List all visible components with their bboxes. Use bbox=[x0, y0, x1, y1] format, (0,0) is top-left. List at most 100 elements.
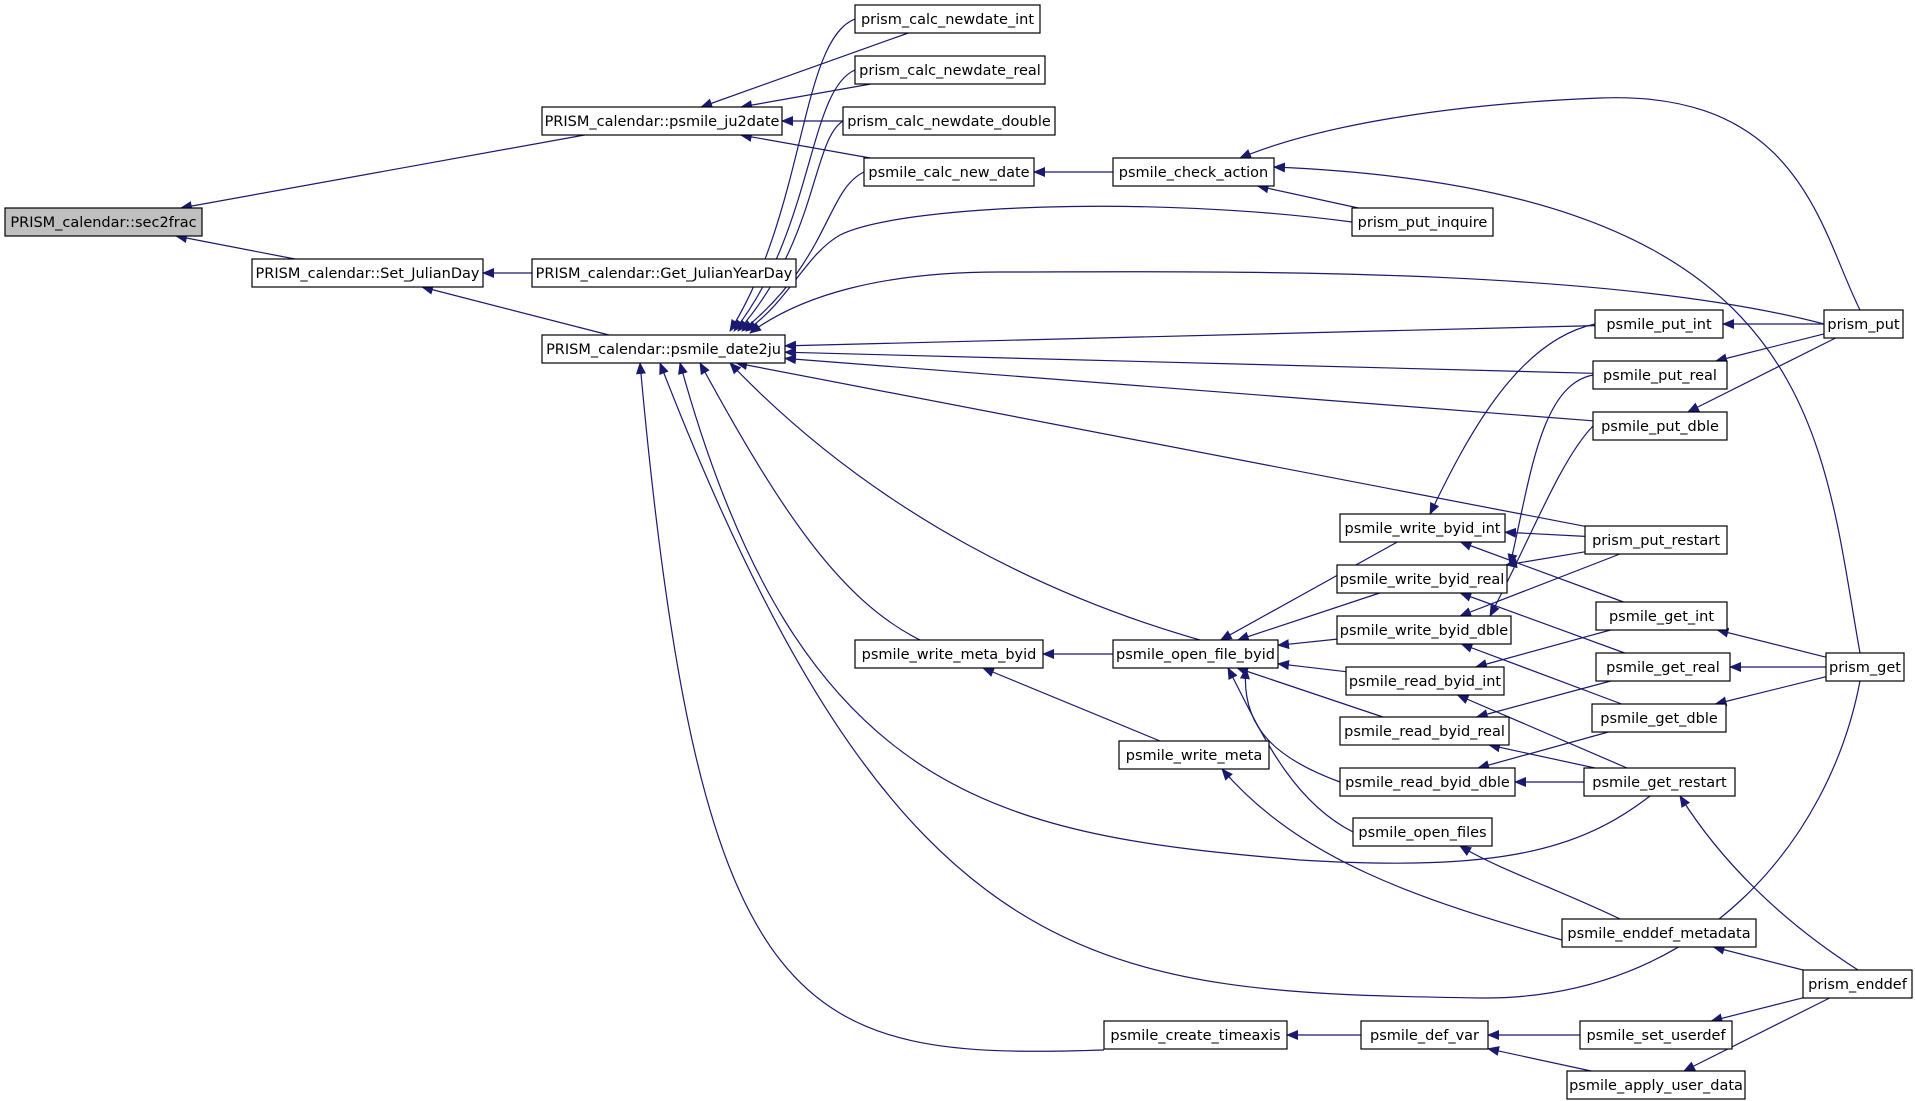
node-get-restart[interactable]: psmile_get_restart bbox=[1583, 767, 1736, 797]
node-setjd[interactable]: PRISM_calendar::Set_JulianDay bbox=[251, 258, 484, 288]
node-box bbox=[251, 258, 484, 288]
node-box bbox=[1336, 615, 1512, 645]
node-write-byid-int[interactable]: psmile_write_byid_int bbox=[1339, 513, 1506, 543]
call-edge-open-files-to-open-file-byid bbox=[1227, 667, 1354, 833]
node-box bbox=[1112, 639, 1279, 669]
node-box bbox=[1339, 716, 1510, 746]
node-get-int[interactable]: psmile_get_int bbox=[1595, 601, 1728, 631]
node-put-inquire[interactable]: prism_put_inquire bbox=[1351, 207, 1494, 237]
node-label: psmile_get_dble bbox=[1600, 711, 1718, 727]
call-edge-write-byid-dble-to-open-file-byid bbox=[1277, 638, 1338, 650]
node-get-real[interactable]: psmile_get_real bbox=[1595, 652, 1731, 682]
call-edge-put-int-to-date2ju bbox=[784, 325, 1596, 351]
call-edge-prism-get-to-check-action bbox=[1273, 162, 1861, 654]
node-box bbox=[854, 4, 1041, 34]
call-edge-get-int-to-write-byid-int bbox=[1459, 541, 1624, 603]
call-edge-ju2date-to-sec2frac bbox=[179, 134, 585, 211]
node-box bbox=[1336, 564, 1508, 594]
call-edge-cnd-real-to-ju2date bbox=[740, 83, 872, 111]
call-edge-put-restart-to-date2ju bbox=[735, 360, 1586, 527]
call-edge-put-restart-to-write-byid-int bbox=[1504, 527, 1586, 538]
call-edge-cnd-double-to-date2ju bbox=[737, 120, 844, 332]
node-label: psmile_apply_user_data bbox=[1569, 1078, 1743, 1094]
node-write-byid-real[interactable]: psmile_write_byid_real bbox=[1336, 564, 1508, 594]
call-edge-put-restart-to-write-byid-real bbox=[1505, 551, 1586, 569]
node-def-var[interactable]: psmile_def_var bbox=[1360, 1020, 1489, 1050]
call-edge-get-restart-to-read-byid-int bbox=[1456, 694, 1628, 769]
node-label: psmile_put_int bbox=[1606, 317, 1712, 333]
node-label: psmile_read_byid_real bbox=[1344, 724, 1505, 740]
node-prism-enddef[interactable]: prism_enddef bbox=[1802, 969, 1913, 999]
node-box bbox=[1591, 703, 1727, 733]
node-read-byid-dble[interactable]: psmile_read_byid_dble bbox=[1339, 767, 1516, 797]
node-date2ju[interactable]: PRISM_calendar::psmile_date2ju bbox=[541, 334, 786, 364]
node-label: psmile_open_files bbox=[1358, 825, 1486, 841]
node-calc-new-date[interactable]: psmile_calc_new_date bbox=[863, 157, 1035, 187]
node-label: prism_calc_newdate_double bbox=[847, 114, 1051, 130]
node-label: PRISM_calendar::psmile_ju2date bbox=[545, 114, 780, 130]
node-prism-get[interactable]: prism_get bbox=[1825, 652, 1905, 682]
node-label: PRISM_calendar::psmile_date2ju bbox=[546, 342, 781, 358]
call-edge-get-restart-to-date2ju bbox=[678, 362, 1651, 864]
node-read-byid-int[interactable]: psmile_read_byid_int bbox=[1345, 666, 1505, 696]
node-box bbox=[1825, 652, 1905, 682]
call-edge-put-dble-to-date2ju bbox=[784, 354, 1594, 422]
call-edge-apply-user-data-to-def-var bbox=[1487, 1046, 1592, 1072]
call-edge-prism-get-to-get-dble bbox=[1714, 676, 1827, 707]
node-put-restart[interactable]: prism_put_restart bbox=[1584, 525, 1728, 555]
node-read-byid-real[interactable]: psmile_read_byid_real bbox=[1339, 716, 1510, 746]
node-write-meta[interactable]: psmile_write_meta bbox=[1118, 740, 1270, 770]
call-edge-write-byid-int-to-open-file-byid bbox=[1219, 541, 1398, 641]
call-edge-prism-enddef-to-apply-user-data bbox=[1683, 997, 1830, 1072]
node-open-file-byid[interactable]: psmile_open_file_byid bbox=[1112, 639, 1279, 669]
node-box bbox=[1594, 309, 1724, 339]
node-put-dble[interactable]: psmile_put_dble bbox=[1592, 411, 1728, 441]
node-cnd-real[interactable]: prism_calc_newdate_real bbox=[854, 55, 1046, 85]
node-label: psmile_put_dble bbox=[1601, 419, 1719, 435]
node-enddef-metadata[interactable]: psmile_enddef_metadata bbox=[1561, 918, 1757, 948]
node-label: prism_enddef bbox=[1808, 977, 1908, 993]
node-label: prism_calc_newdate_real bbox=[859, 63, 1041, 79]
node-prism-put[interactable]: prism_put bbox=[1823, 309, 1904, 339]
node-check-action[interactable]: psmile_check_action bbox=[1112, 157, 1275, 187]
node-write-byid-dble[interactable]: psmile_write_byid_dble bbox=[1336, 615, 1512, 645]
node-box bbox=[1118, 740, 1270, 770]
node-put-real[interactable]: psmile_put_real bbox=[1592, 360, 1728, 390]
node-cnd-int[interactable]: prism_calc_newdate_int bbox=[854, 4, 1041, 34]
call-edge-get-dble-to-read-byid-dble bbox=[1477, 731, 1609, 770]
node-label: PRISM_calendar::Set_JulianDay bbox=[256, 266, 480, 282]
call-edge-get-restart-to-read-byid-real bbox=[1488, 742, 1596, 769]
call-edge-prism-enddef-to-enddef-metadata bbox=[1712, 944, 1804, 971]
call-edge-write-meta-byid-to-date2ju bbox=[699, 362, 921, 641]
node-sec2frac[interactable]: PRISM_calendar::sec2frac bbox=[4, 207, 203, 237]
node-label: psmile_put_real bbox=[1603, 368, 1717, 384]
call-edge-get-real-to-write-byid-real bbox=[1459, 592, 1625, 654]
node-label: psmile_check_action bbox=[1119, 165, 1268, 181]
node-label: psmile_get_int bbox=[1609, 609, 1714, 625]
node-label: psmile_write_meta_byid bbox=[862, 647, 1037, 663]
call-edge-put-restart-to-write-byid-dble bbox=[1459, 553, 1621, 617]
call-edge-put-real-to-write-byid-real bbox=[1507, 374, 1594, 566]
node-label: psmile_calc_new_date bbox=[868, 165, 1029, 181]
node-label: prism_put bbox=[1827, 317, 1900, 333]
call-edge-prism-get-to-date2ju bbox=[659, 362, 1861, 999]
node-box bbox=[1592, 411, 1728, 441]
call-edge-open-file-byid-to-date2ju bbox=[729, 362, 1201, 641]
node-write-meta-byid[interactable]: psmile_write_meta_byid bbox=[854, 639, 1044, 669]
node-ju2date[interactable]: PRISM_calendar::psmile_ju2date bbox=[541, 106, 783, 136]
node-label: psmile_set_userdef bbox=[1586, 1028, 1726, 1044]
node-cnd-double[interactable]: prism_calc_newdate_double bbox=[842, 106, 1056, 136]
node-getjyd[interactable]: PRISM_calendar::Get_JulianYearDay bbox=[531, 258, 797, 288]
node-open-files[interactable]: psmile_open_files bbox=[1352, 817, 1493, 847]
node-set-userdef[interactable]: psmile_set_userdef bbox=[1579, 1020, 1733, 1050]
node-label: psmile_write_byid_int bbox=[1345, 521, 1501, 537]
node-create-timeaxis[interactable]: psmile_create_timeaxis bbox=[1103, 1020, 1288, 1050]
node-box bbox=[863, 157, 1035, 187]
node-get-dble[interactable]: psmile_get_dble bbox=[1591, 703, 1727, 733]
node-apply-user-data[interactable]: psmile_apply_user_data bbox=[1566, 1070, 1746, 1100]
node-box bbox=[1595, 652, 1731, 682]
node-label: prism_get bbox=[1829, 660, 1901, 676]
node-put-int[interactable]: psmile_put_int bbox=[1594, 309, 1724, 339]
call-edge-prism-put-to-put-dble bbox=[1687, 337, 1836, 413]
